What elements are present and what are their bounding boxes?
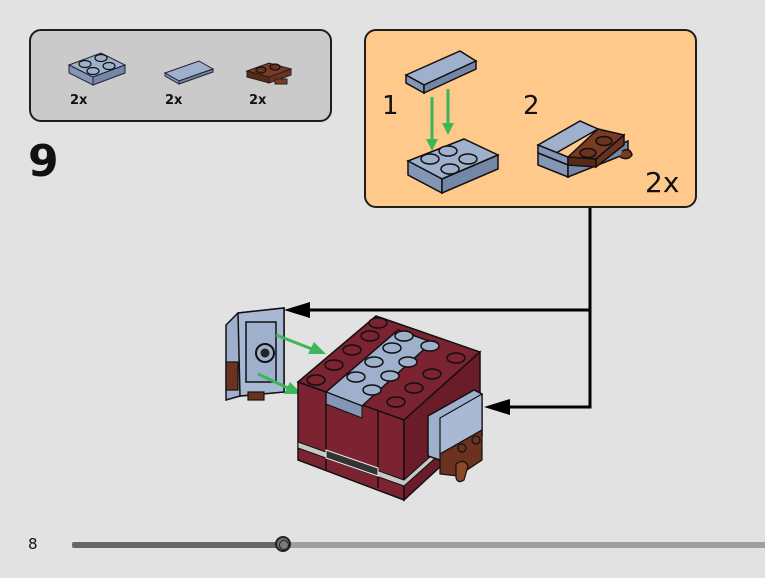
part-quantity: 2x bbox=[70, 93, 88, 108]
sub-step-label: 2 bbox=[523, 91, 540, 121]
page-progress-slider[interactable] bbox=[72, 536, 765, 552]
sub-step-label: 1 bbox=[382, 91, 399, 121]
slider-track[interactable] bbox=[72, 542, 765, 548]
slider-fill bbox=[72, 542, 284, 548]
parts-list-panel: 2x 2x 2x bbox=[29, 29, 332, 122]
page-number: 8 bbox=[28, 535, 38, 553]
sub-assembly-quantity: 2x bbox=[645, 166, 680, 199]
step-number: 9 bbox=[28, 136, 59, 187]
sub-step-1-illustration bbox=[404, 50, 500, 195]
part-2x2-plate-icon bbox=[67, 45, 129, 87]
arrow-left-icon bbox=[484, 399, 510, 415]
side-panel-left bbox=[225, 307, 285, 401]
part-clip-plate-icon bbox=[245, 59, 297, 91]
sub-assembly-panel: 1 2 2x bbox=[364, 29, 697, 208]
main-assembly bbox=[296, 315, 483, 502]
part-1x2-tile-icon bbox=[163, 59, 215, 85]
arrow-left-icon bbox=[284, 302, 310, 318]
part-quantity: 2x bbox=[165, 93, 183, 108]
slider-thumb[interactable] bbox=[275, 536, 292, 552]
sub-step-2-illustration bbox=[536, 120, 633, 179]
callout-connector bbox=[284, 208, 592, 415]
part-quantity: 2x bbox=[249, 93, 267, 108]
